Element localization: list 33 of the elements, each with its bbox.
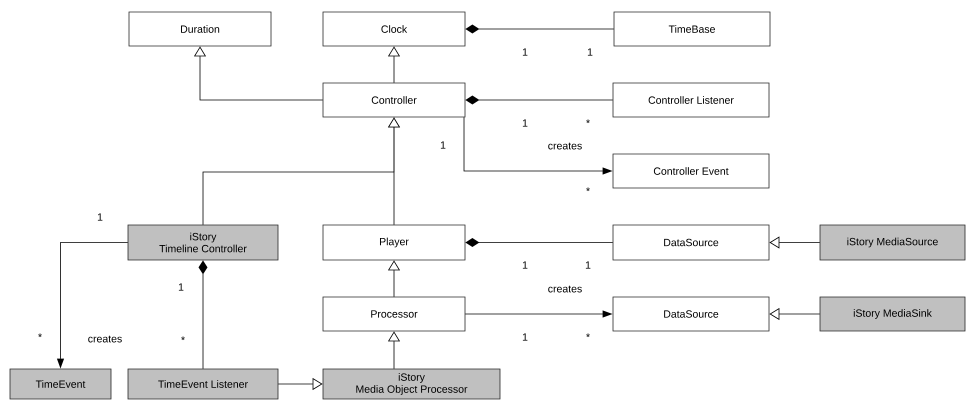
edge-label: creates <box>86 334 124 344</box>
class-box: TimeEvent <box>10 368 112 400</box>
multiplicity-label: * <box>181 336 185 340</box>
class-box: iStory MediaSource <box>820 224 966 260</box>
multiplicity-label: * <box>586 187 590 192</box>
class-box: TimeBase <box>614 12 770 46</box>
class-box: DataSource <box>612 224 770 260</box>
multiplicity-label: 1 <box>522 261 528 269</box>
multiplicity-label: 1 <box>522 119 528 127</box>
multiplicity-label: 1 <box>98 213 102 221</box>
class-box: TimeEvent Listener <box>128 368 278 400</box>
class-box: Clock <box>322 12 466 46</box>
edge-label: creates <box>546 142 584 150</box>
class-box: iStory Timeline Controller <box>128 224 278 260</box>
multiplicity-label: 1 <box>586 261 590 269</box>
multiplicity-label: 1 <box>522 333 528 341</box>
multiplicity-label: 1 <box>178 283 184 291</box>
class-box: iStory MediaSink <box>820 296 966 332</box>
class-box: Player <box>322 224 466 260</box>
class-box: Processor <box>322 296 466 332</box>
class-box: Controller <box>322 82 466 118</box>
multiplicity-label: 1 <box>440 141 446 149</box>
multiplicity-label: * <box>586 333 590 338</box>
edge-label: creates <box>546 284 584 294</box>
multiplicity-label: * <box>38 333 42 338</box>
multiplicity-label: 1 <box>588 48 592 56</box>
multiplicity-label: * <box>586 119 590 124</box>
class-box: Controller Listener <box>612 82 770 118</box>
class-box: DataSource <box>612 296 770 332</box>
multiplicity-label: 1 <box>522 48 528 56</box>
class-box: Duration <box>128 12 272 46</box>
class-box: iStory Media Object Processor <box>322 368 500 400</box>
class-box: Controller Event <box>612 154 770 188</box>
